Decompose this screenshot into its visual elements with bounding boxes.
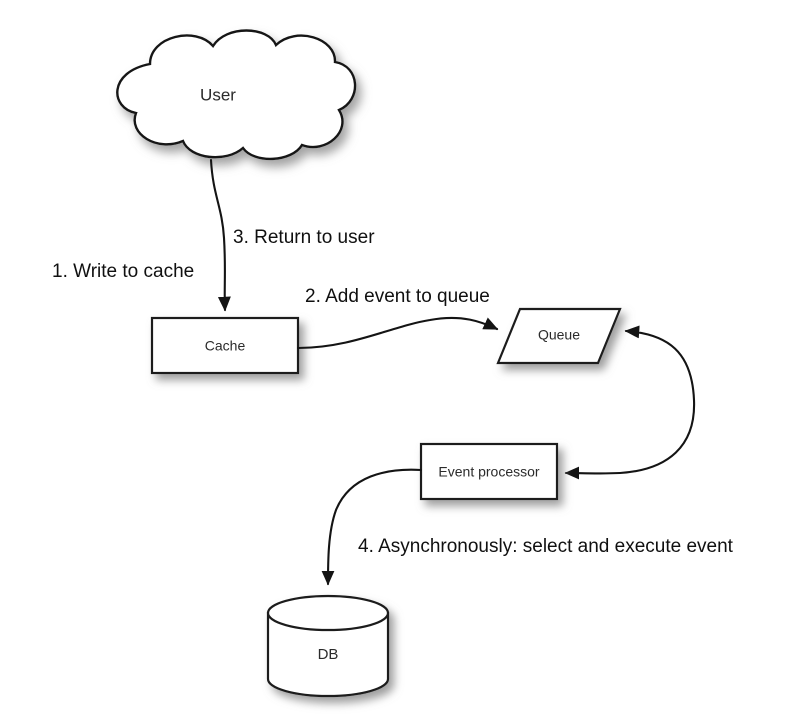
node-user-label: User	[200, 85, 236, 104]
node-db[interactable]: DB	[266, 594, 390, 698]
node-queue[interactable]: Queue	[496, 307, 622, 365]
node-cache-label: Cache	[205, 338, 246, 354]
edge-cache-to-queue[interactable]	[296, 316, 499, 350]
step-label-4: 4. Asynchronously: select and execute ev…	[358, 536, 734, 557]
edge-queue-event-processor[interactable]	[564, 325, 696, 480]
node-event-processor-label: Event processor	[438, 464, 539, 480]
step-label-1: 1. Write to cache	[52, 261, 194, 282]
node-queue-label: Queue	[538, 327, 580, 343]
node-event-processor[interactable]: Event processor	[419, 442, 559, 501]
step-label-2: 2. Add event to queue	[305, 286, 490, 307]
node-db-label: DB	[318, 646, 339, 663]
node-cache[interactable]: Cache	[150, 316, 300, 375]
edge-event-processor-to-db[interactable]	[321, 468, 423, 586]
step-label-3: 3. Return to user	[233, 227, 375, 248]
node-user[interactable]: User	[116, 29, 357, 161]
edge-user-to-cache[interactable]	[209, 158, 231, 312]
